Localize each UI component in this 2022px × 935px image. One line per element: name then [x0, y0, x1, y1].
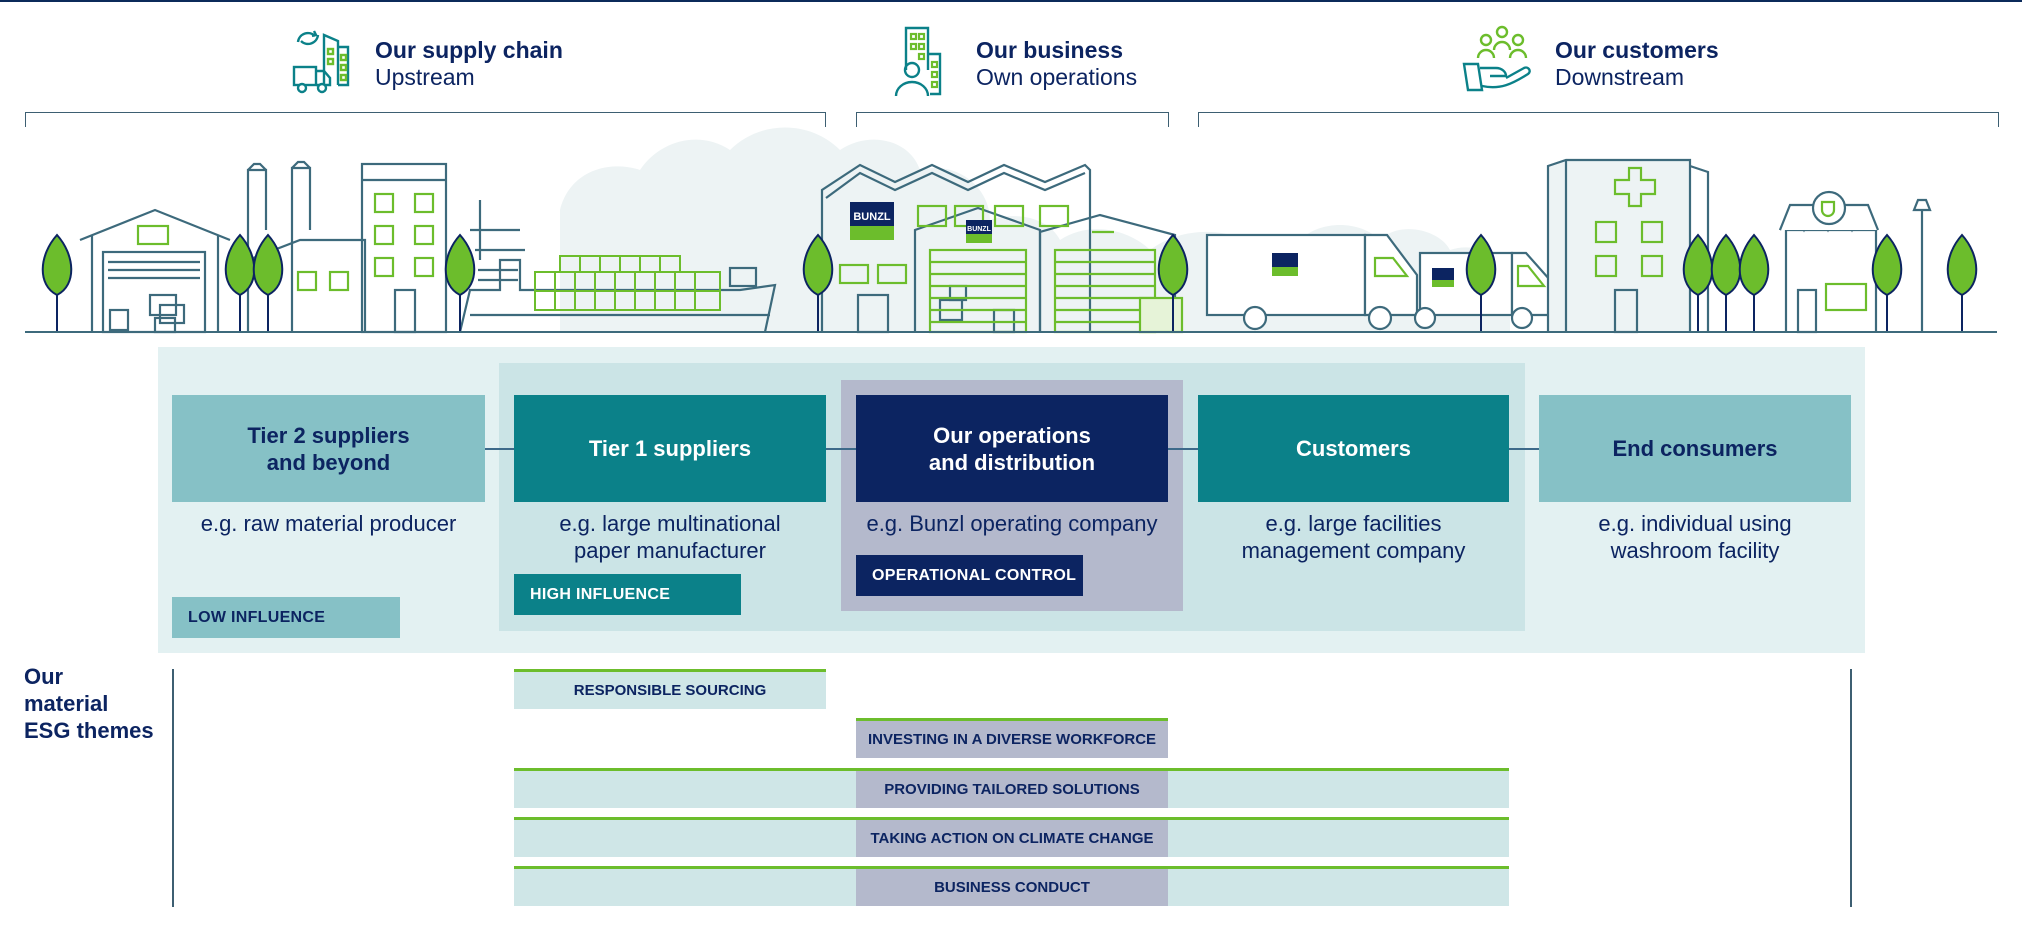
stage-title-line: Tier 2 suppliers	[247, 422, 410, 448]
esg-heading-line: Our	[24, 664, 64, 689]
delivery-truck-large	[1205, 233, 1419, 331]
hospital-illustration	[1546, 158, 1710, 334]
trees	[41, 233, 1978, 332]
downstream-bracket	[1198, 112, 1999, 127]
esg-theme-business-conduct: BUSINESS CONDUCT	[0, 866, 2022, 906]
tree-icon	[1946, 233, 1978, 332]
stage-connector	[1168, 448, 1198, 450]
tree-icon	[1465, 233, 1497, 332]
stage-example-line: e.g. large multinational	[559, 511, 781, 536]
stage-example-line: e.g. individual using	[1598, 511, 1792, 536]
segment-title: Our supply chain	[375, 37, 563, 63]
stage-customers: Customers	[1198, 395, 1509, 502]
high-influence-tag: HIGH INFLUENCE	[514, 574, 741, 615]
segment-title: Our business	[976, 37, 1123, 63]
stage-connector	[485, 448, 514, 450]
stage-example-line: e.g. Bunzl operating company	[866, 511, 1158, 536]
tree-icon	[1871, 233, 1903, 332]
theme-label: PROVIDING TAILORED SOLUTIONS	[884, 781, 1140, 798]
shop-illustration	[1778, 190, 1880, 334]
segment-subtitle: Upstream	[375, 64, 475, 90]
street-lamp	[1912, 198, 1932, 332]
esg-theme-tailored-solutions: PROVIDING TAILORED SOLUTIONS	[0, 768, 2022, 808]
esg-theme-diverse-workforce: INVESTING IN A DIVERSE WORKFORCE	[0, 718, 2022, 758]
low-influence-tag: LOW INFLUENCE	[172, 597, 400, 638]
tree-icon	[1710, 233, 1742, 332]
factory-illustration	[246, 160, 448, 334]
stage-example: e.g. Bunzl operating company	[856, 510, 1168, 537]
tree-icon	[802, 233, 834, 332]
segment-subtitle: Downstream	[1555, 64, 1685, 90]
warehouse-illustration	[79, 208, 231, 334]
stage-title-line: End consumers	[1612, 436, 1778, 461]
delivery-truck-small	[1413, 251, 1560, 330]
tree-icon	[252, 233, 284, 332]
tree-icon	[1157, 233, 1189, 332]
containers	[534, 255, 721, 311]
operational-control-tag: OPERATIONAL CONTROL	[856, 555, 1083, 596]
stage-tier1-suppliers: Tier 1 suppliers	[514, 395, 826, 502]
stage-title-line: and beyond	[266, 449, 391, 475]
stage-example-line: paper manufacturer	[574, 538, 766, 563]
upstream-bracket	[25, 112, 826, 127]
stage-title-line: Our operations	[933, 422, 1091, 448]
esg-themes-heading: Our material ESG themes	[24, 663, 154, 744]
theme-bar	[514, 669, 826, 709]
theme-label: INVESTING IN A DIVERSE WORKFORCE	[867, 731, 1157, 748]
cargo-ship-illustration	[458, 200, 777, 333]
svg-text:BUNZL: BUNZL	[853, 211, 891, 223]
customers-icon	[1462, 25, 1531, 92]
esg-right-boundary	[1850, 669, 1852, 907]
tree-icon	[224, 233, 256, 332]
esg-heading-line: material	[24, 691, 109, 716]
stage-title-line: Customers	[1296, 436, 1411, 461]
stage-connector	[1509, 448, 1539, 450]
stage-title-line: and distribution	[928, 449, 1096, 475]
stage-connector	[826, 448, 856, 450]
stage-example-line: washroom facility	[1610, 538, 1780, 563]
operations-bracket	[856, 112, 1169, 127]
stage-example: e.g. raw material producer	[172, 510, 485, 537]
top-rule	[0, 0, 2022, 2]
stage-end-consumers: End consumers	[1539, 395, 1851, 502]
segment-supply-chain: Our supply chain Upstream	[375, 37, 563, 91]
segment-title: Our customers	[1555, 37, 1719, 63]
stage-title-line: Tier 1 suppliers	[588, 436, 752, 461]
stage-example-line: management company	[1241, 538, 1466, 563]
bunzl-logo-small: BUNZL	[966, 220, 992, 243]
bunzl-logo-truck-small	[1432, 268, 1454, 287]
supply-chain-icon	[292, 30, 350, 94]
esg-theme-climate-change: TAKING ACTION ON CLIMATE CHANGE	[0, 817, 2022, 857]
theme-label: RESPONSIBLE SOURCING	[573, 682, 767, 699]
svg-text:BUNZL: BUNZL	[967, 226, 991, 233]
theme-label: BUSINESS CONDUCT	[934, 879, 1090, 896]
stage-example-line: e.g. raw material producer	[200, 511, 457, 536]
esg-left-boundary	[172, 669, 174, 907]
esg-theme-responsible-sourcing: RESPONSIBLE SOURCING	[0, 669, 2022, 709]
tree-icon	[1682, 233, 1714, 332]
value-chain-illustration: BUNZL BUNZL	[25, 127, 1997, 334]
segment-business: Our business Own operations	[976, 37, 1137, 91]
theme-bar	[856, 718, 1168, 758]
theme-bar-highlight	[856, 768, 1168, 808]
bunzl-logo-truck-large	[1272, 253, 1298, 276]
tree-icon	[1738, 233, 1770, 332]
theme-bar-highlight	[856, 817, 1168, 857]
esg-heading-line: ESG themes	[24, 718, 154, 743]
theme-label: TAKING ACTION ON CLIMATE CHANGE	[870, 830, 1154, 847]
business-icon	[894, 26, 942, 97]
tree-icon	[41, 233, 73, 332]
bunzl-logo-large: BUNZL	[850, 202, 894, 240]
segment-subtitle: Own operations	[976, 64, 1138, 90]
segment-customers: Our customers Downstream	[1555, 37, 1719, 91]
stage-example-line: e.g. large facilities	[1265, 511, 1442, 536]
theme-bar-highlight	[856, 866, 1168, 906]
tree-icon	[444, 233, 476, 332]
